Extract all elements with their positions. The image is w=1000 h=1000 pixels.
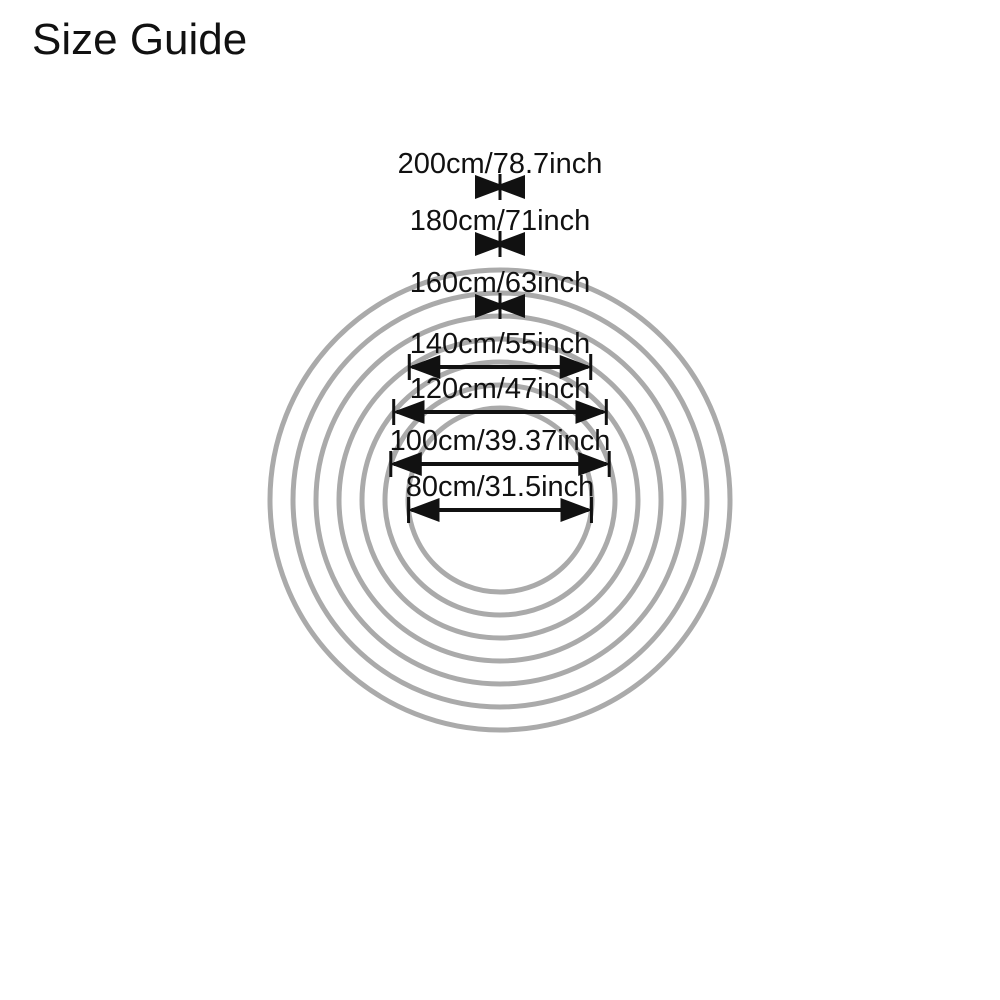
- diameter-measurements: 200cm/78.7inch 180cm/71inch 160cm/63inch 14…: [389, 148, 611, 523]
- measure-80cm: 80cm/31.5inch: [406, 471, 595, 523]
- measure-100cm: 100cm/39.37inch: [389, 425, 611, 477]
- size-label: 140cm/55inch: [410, 328, 591, 360]
- ring-140cm: [336, 336, 664, 664]
- ring-100cm: [382, 382, 618, 618]
- size-label: 80cm/31.5inch: [406, 471, 595, 503]
- measure-160cm: 160cm/63inch: [410, 267, 591, 319]
- size-label: 120cm/47inch: [410, 373, 591, 405]
- measure-120cm: 120cm/47inch: [392, 373, 608, 425]
- size-label: 180cm/71inch: [410, 205, 591, 237]
- size-label: 100cm/39.37inch: [390, 425, 611, 457]
- page-title: Size Guide: [32, 15, 248, 64]
- size-label: 200cm/78.7inch: [398, 148, 603, 180]
- measure-200cm: 200cm/78.7inch: [398, 148, 603, 200]
- measure-140cm: 140cm/55inch: [407, 328, 593, 380]
- ring-200cm: [267, 267, 733, 733]
- measure-180cm: 180cm/71inch: [410, 205, 591, 257]
- size-label: 160cm/63inch: [410, 267, 591, 299]
